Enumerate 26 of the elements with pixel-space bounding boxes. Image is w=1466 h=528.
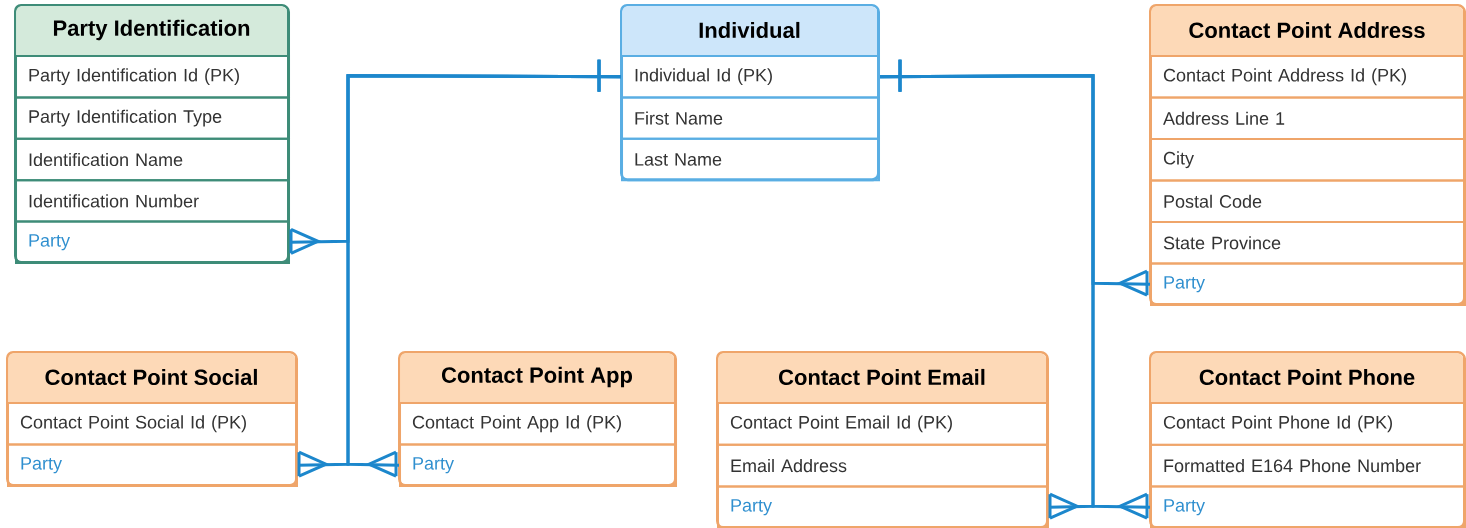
attribute-row: Party	[1150, 262, 1466, 306]
attribute-row: Contact Point Address Id (PK)	[1150, 55, 1466, 99]
attribute-row: Party	[7, 443, 298, 487]
attribute-row: Formatted E164 Phone Number	[1150, 443, 1466, 488]
attribute-row: Contact Point Social Id (PK)	[7, 402, 298, 446]
attribute-row: State Province	[1150, 221, 1466, 265]
attribute-row: Individual Id (PK)	[621, 55, 880, 99]
attribute-row: Party	[1150, 485, 1466, 528]
attribute-row: Party Identification Id (PK)	[15, 55, 290, 99]
attribute-row: Party	[15, 220, 290, 264]
attribute-row: Last Name	[621, 137, 880, 182]
attribute-row: City	[1150, 138, 1466, 182]
attribute-row: Party Identification Type	[15, 96, 290, 140]
attribute-row: Contact Point App Id (PK)	[399, 402, 677, 446]
attribute-row: Identification Number	[15, 179, 290, 223]
attribute-row: First Name	[621, 96, 880, 140]
relationship-line	[880, 59, 1151, 520]
attribute-row: Party	[399, 443, 677, 487]
attribute-row: Email Address	[717, 443, 1049, 488]
attribute-row: Contact Point Email Id (PK)	[717, 402, 1049, 446]
relationship-line	[346, 59, 621, 478]
attribute-row: Contact Point Phone Id (PK)	[1150, 402, 1466, 446]
attribute-row: Party	[717, 485, 1049, 528]
attribute-row: Postal Code	[1150, 179, 1466, 223]
attribute-row: Address Line 1	[1150, 96, 1466, 140]
attribute-row: Identification Name	[15, 137, 290, 182]
